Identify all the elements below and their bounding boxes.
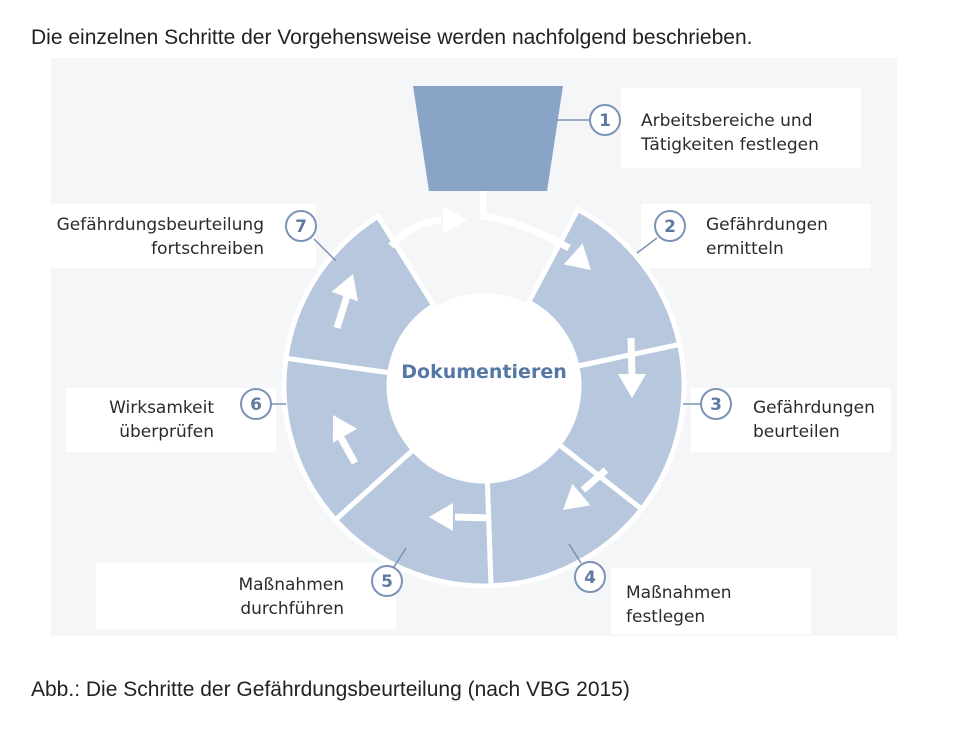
- step-label-line: festlegen: [626, 607, 705, 627]
- step-number-circle: [654, 210, 686, 242]
- label-backdrop-4: [611, 568, 811, 634]
- step-label: Gefährdungsbeurteilung fortschreiben: [57, 215, 264, 259]
- arrow-head: [563, 483, 591, 510]
- step-number-circle: [589, 104, 621, 136]
- step-label-line: Tätigkeiten festlegen: [640, 135, 819, 155]
- center-label: Dokumentieren: [401, 361, 566, 383]
- process-diagram: 1 2 3 4 5 6 7 Dokumentieren Arbeitsbereiche un…: [51, 58, 897, 636]
- process-cycle-svg: 1 2 3 4 5 6 7 Dokumentieren Arbeitsbereiche un…: [51, 58, 897, 636]
- label-backdrop-7: [51, 204, 316, 268]
- arrow-head: [443, 206, 467, 234]
- step-number-circle: [285, 210, 317, 242]
- label-backdrop-5: [96, 563, 396, 629]
- step-number: 6: [250, 395, 262, 415]
- step-number: 1: [599, 111, 611, 131]
- step-label-line: Gefährdungen: [753, 398, 875, 418]
- step-label: Maßnahmen durchführen: [238, 575, 344, 619]
- arrow-head: [332, 415, 358, 443]
- step-number: 4: [584, 568, 596, 588]
- step-label-line: durchführen: [240, 599, 344, 619]
- step-number: 2: [664, 217, 676, 237]
- cycle-arrows: [331, 191, 646, 531]
- arrow-shaft: [337, 436, 359, 465]
- arrow-head: [618, 374, 646, 398]
- arrow-shaft: [627, 337, 636, 377]
- step-1-trapezoid: [413, 86, 563, 191]
- step-1-block: [413, 86, 563, 191]
- step-label-line: beurteilen: [753, 422, 840, 442]
- center-disc: [391, 293, 577, 479]
- step-label-line: Gefährdungsbeurteilung: [57, 215, 264, 235]
- arrow-head: [331, 274, 358, 302]
- arrow-shaft: [580, 467, 609, 493]
- step-number-circle: [700, 388, 732, 420]
- step-label-line: Wirksamkeit: [109, 398, 214, 418]
- step-label: Gefährdungen ermitteln: [706, 215, 828, 259]
- step-label-line: Gefährdungen: [706, 215, 828, 235]
- step-connector: [393, 547, 407, 568]
- arrow-shaft: [388, 216, 442, 249]
- step-connector: [568, 543, 582, 564]
- step-label-line: Maßnahmen: [626, 583, 732, 603]
- label-backdrop-1: [621, 88, 861, 168]
- step-label-line: Arbeitsbereiche und: [641, 111, 813, 131]
- step-connector: [313, 238, 337, 262]
- step-connector: [636, 237, 658, 254]
- step-number-circle: [371, 565, 403, 597]
- arrow-head: [429, 503, 453, 531]
- step-number: 3: [710, 395, 722, 415]
- step-number-circle: [240, 388, 272, 420]
- step-label: Maßnahmen festlegen: [626, 583, 732, 627]
- step-label-line: Maßnahmen: [238, 575, 344, 595]
- step-number: 5: [381, 572, 393, 592]
- step-number-circle: [574, 561, 606, 593]
- arrow-shaft: [454, 513, 492, 522]
- step-markers: 1 2 3 4 5 6 7: [240, 104, 732, 597]
- step-label-line: überprüfen: [119, 422, 214, 442]
- intro-text: Die einzelnen Schritte der Vorgehensweis…: [31, 26, 753, 49]
- step-label-line: ermitteln: [706, 239, 784, 259]
- step-number: 7: [295, 217, 307, 237]
- arrow-shaft: [333, 294, 351, 330]
- arrow-head: [563, 243, 591, 270]
- arrow-shaft: [479, 191, 571, 252]
- figure-caption: Abb.: Die Schritte der Gefährdungsbeurte…: [31, 678, 630, 701]
- step-connectors: [271, 119, 701, 568]
- cycle-segment: [283, 212, 438, 376]
- step-label-line: fortschreiben: [151, 239, 264, 259]
- step-label: Wirksamkeit überprüfen: [109, 398, 214, 442]
- step-label: Gefährdungen beurteilen: [753, 398, 875, 442]
